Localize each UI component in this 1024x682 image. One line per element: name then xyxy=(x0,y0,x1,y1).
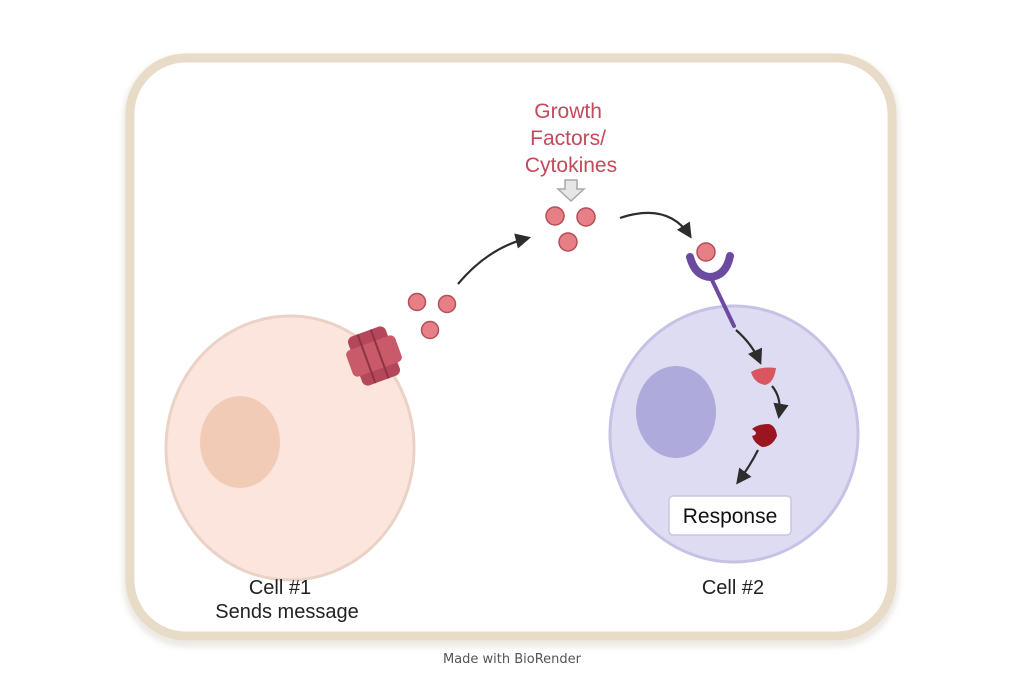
cell-1-subtitle: Sends message xyxy=(215,601,358,623)
cascade-arrow-3 xyxy=(736,449,759,485)
cascade-arrow-2 xyxy=(771,385,789,420)
ligand-dot xyxy=(420,320,440,340)
ligand-dot xyxy=(437,294,457,314)
cell-1-body xyxy=(164,314,416,582)
ligand-dot xyxy=(558,232,578,252)
cell-1-nucleus xyxy=(200,396,280,488)
cell-1-title: Cell #1 xyxy=(249,577,311,599)
growth-factor-line-2: Factors/ xyxy=(530,127,606,150)
release-arrow xyxy=(457,233,531,285)
cell-2-title: Cell #2 xyxy=(702,577,764,599)
credit-text: Made with BioRender xyxy=(442,652,582,667)
growth-factor-line-3: Cytokines xyxy=(525,154,617,177)
receptor-icon xyxy=(686,252,736,328)
ligand-dot xyxy=(576,207,596,227)
binding-arrow xyxy=(619,211,692,239)
signal-protein-1-icon xyxy=(751,367,776,385)
cell-2-nucleus xyxy=(636,366,716,458)
bound-ligand-dot xyxy=(696,242,716,262)
ligand-dot xyxy=(407,292,427,312)
response-label: Response xyxy=(683,505,778,528)
cascade-arrow-1 xyxy=(735,329,763,365)
signal-protein-2-icon xyxy=(752,424,777,447)
down-arrow-icon xyxy=(556,179,586,203)
secretion-channel-icon xyxy=(346,326,402,386)
growth-factor-label: Growth Factors/ Cytokines xyxy=(525,100,617,177)
response-box xyxy=(668,495,792,536)
ligand-dot xyxy=(545,206,565,226)
growth-factor-line-1: Growth xyxy=(534,100,602,123)
